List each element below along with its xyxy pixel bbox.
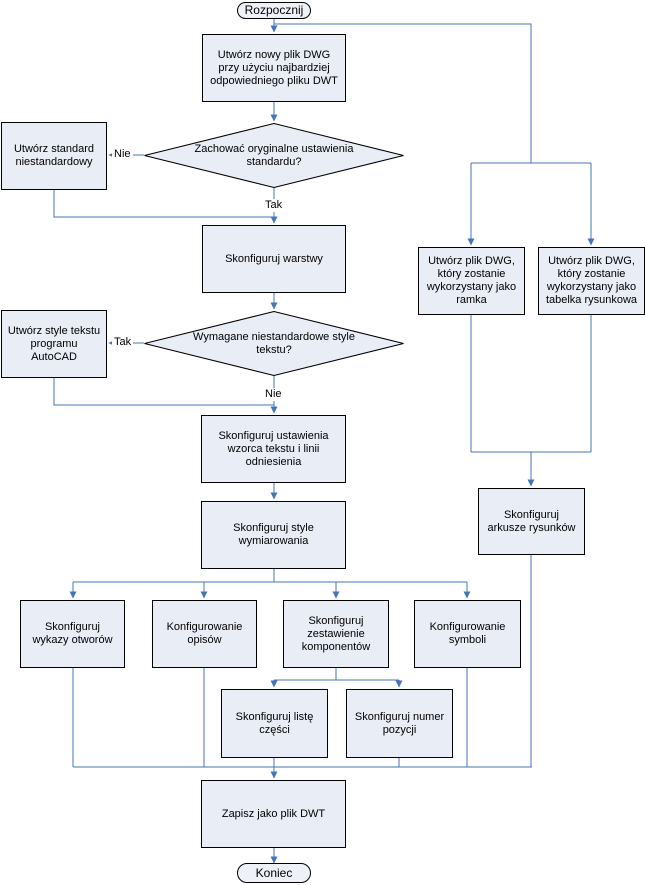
process-label: Skonfiguruj ustawienia wzorca tekstu i l… bbox=[218, 429, 329, 468]
process-label: Skonfiguruj style wymiarowania bbox=[233, 522, 314, 547]
process-configure-layers: Skonfiguruj warstwy bbox=[202, 225, 346, 293]
end-terminator: Koniec bbox=[237, 863, 311, 883]
decision-label: Zachować oryginalne ustawienia standardu… bbox=[194, 142, 354, 168]
edge-label-tak-2: Tak bbox=[112, 336, 134, 349]
process-label: Utwórz standard niestandardowy bbox=[13, 143, 95, 168]
edge-label-nie-2: Nie bbox=[263, 388, 284, 401]
decision-text-styles: Wymagane niestandardowe style tekstu? bbox=[144, 311, 404, 376]
process-label: Skonfiguruj warstwy bbox=[225, 252, 323, 265]
start-terminator: Rozpocznij bbox=[237, 2, 311, 19]
process-label: Konfigurowanie opisów bbox=[166, 621, 243, 646]
process-label: Konfigurowanie symboli bbox=[429, 621, 506, 646]
process-label: Utwórz plik DWG, który zostanie wykorzys… bbox=[545, 255, 638, 306]
process-label: Utwórz style tekstu programu AutoCAD bbox=[7, 324, 101, 363]
process-configure-hole-charts: Skonfiguruj wykazy otworów bbox=[20, 600, 125, 668]
process-create-text-styles: Utwórz style tekstu programu AutoCAD bbox=[1, 310, 107, 378]
process-label: Utwórz plik DWG, który zostanie wykorzys… bbox=[426, 255, 517, 306]
process-label: Skonfiguruj arkusze rysunków bbox=[487, 508, 576, 534]
process-configure-dim-styles: Skonfiguruj style wymiarowania bbox=[201, 501, 346, 569]
diamond-shape bbox=[144, 311, 404, 376]
process-configure-component-list: Skonfiguruj zestawienie komponentów bbox=[283, 600, 389, 668]
process-label: Skonfiguruj zestawienie komponentów bbox=[301, 614, 371, 653]
end-label: Koniec bbox=[255, 865, 293, 880]
start-label: Rozpocznij bbox=[244, 3, 304, 17]
process-label: Utwórz nowy plik DWG przy użyciu najbard… bbox=[210, 48, 338, 87]
process-custom-standard: Utwórz standard niestandardowy bbox=[1, 122, 107, 190]
process-label: Skonfiguruj wykazy otworów bbox=[32, 621, 113, 646]
process-label: Zapisz jako plik DWT bbox=[221, 807, 326, 820]
process-create-frame-dwg: Utwórz plik DWG, który zostanie wykorzys… bbox=[418, 247, 525, 315]
process-create-titleblock-dwg: Utwórz plik DWG, który zostanie wykorzys… bbox=[538, 247, 645, 315]
process-configure-item-number: Skonfiguruj numer pozycji bbox=[346, 689, 453, 758]
edge-label-nie-1: Nie bbox=[112, 148, 133, 161]
edge-label-tak-1: Tak bbox=[263, 199, 285, 212]
process-create-dwg: Utwórz nowy plik DWG przy użyciu najbard… bbox=[202, 34, 346, 102]
decision-label: Wymagane niestandardowe style tekstu? bbox=[193, 330, 355, 356]
decision-keep-standard: Zachować oryginalne ustawienia standardu… bbox=[144, 123, 404, 188]
process-configure-leader: Skonfiguruj ustawienia wzorca tekstu i l… bbox=[201, 415, 346, 483]
process-configure-notes: Konfigurowanie opisów bbox=[152, 600, 257, 668]
process-label: Skonfiguruj listę części bbox=[235, 710, 314, 736]
process-configure-sheets: Skonfiguruj arkusze rysunków bbox=[478, 488, 585, 555]
process-label: Skonfiguruj numer pozycji bbox=[354, 710, 445, 736]
process-save-dwt: Zapisz jako plik DWT bbox=[201, 780, 346, 848]
diamond-shape bbox=[144, 123, 404, 188]
process-configure-symbols: Konfigurowanie symboli bbox=[414, 600, 521, 668]
process-configure-parts-list: Skonfiguruj listę części bbox=[221, 689, 328, 758]
